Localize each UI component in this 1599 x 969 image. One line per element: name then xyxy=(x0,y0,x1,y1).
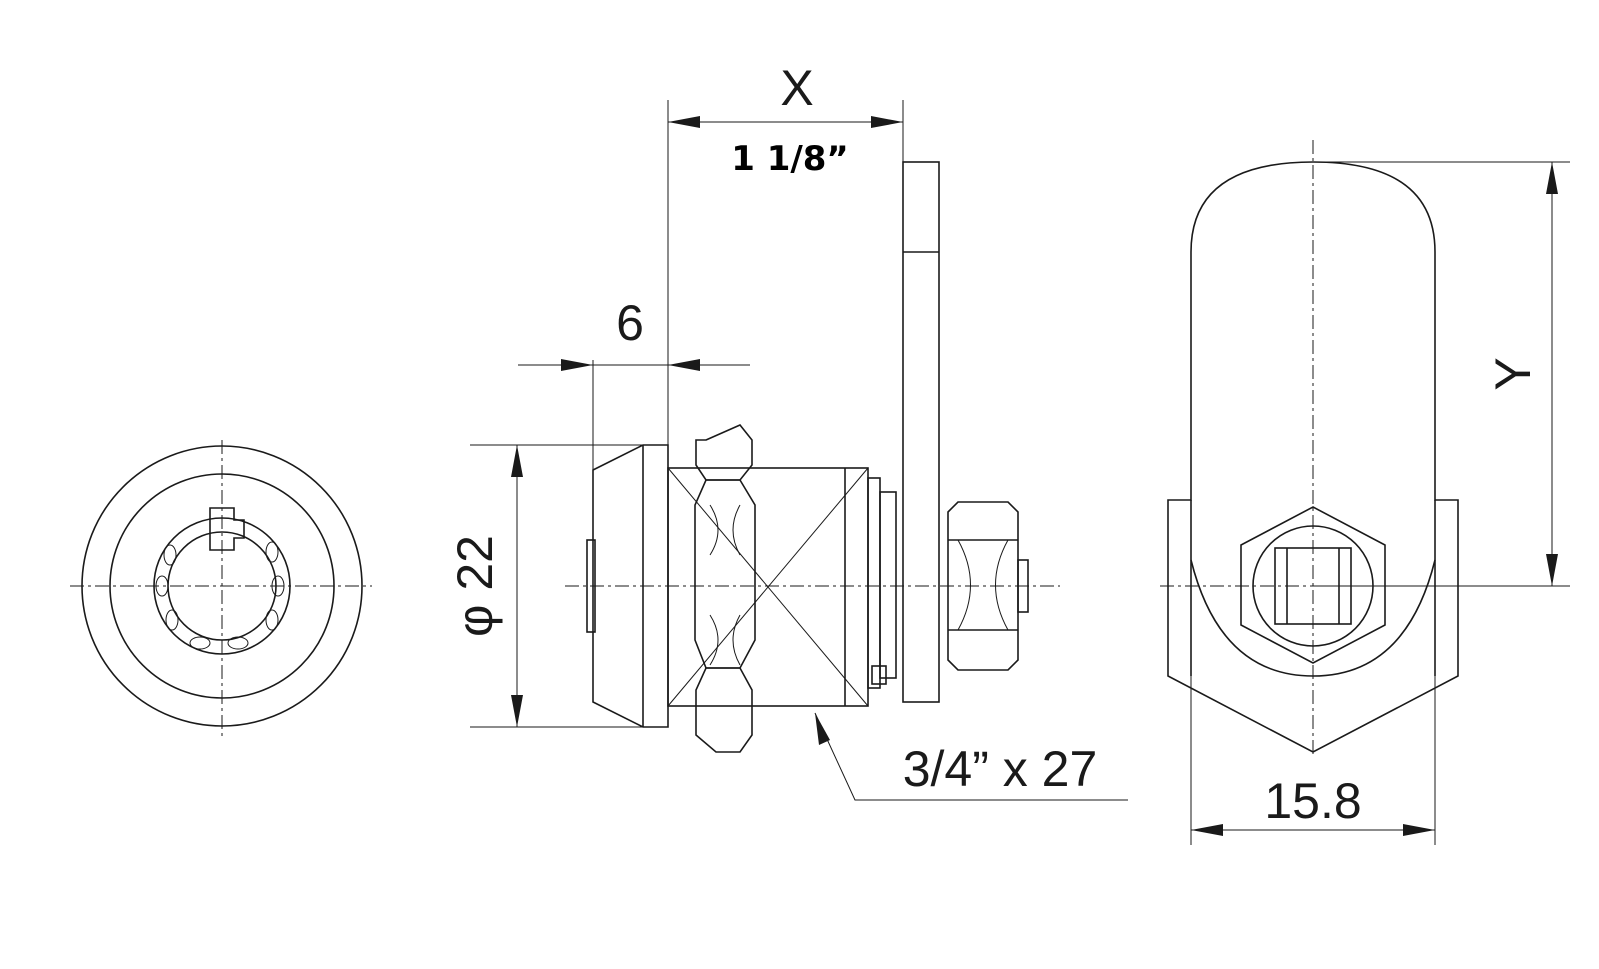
front-view xyxy=(70,440,372,736)
mounting-hex-nut xyxy=(694,424,756,753)
cam-hex-nut xyxy=(1240,506,1386,664)
cam-outline xyxy=(1167,161,1459,753)
front-key-notch xyxy=(209,507,245,551)
flange-dim-label: 6 xyxy=(616,295,644,351)
cam-view xyxy=(1160,140,1570,845)
x-dim-label: X xyxy=(780,60,813,116)
cam-plate-side xyxy=(902,161,940,703)
y-dim-label: Y xyxy=(1485,357,1541,390)
thread-leader xyxy=(814,712,1128,801)
side-view xyxy=(470,100,1128,801)
thread-dim-label: 3/4” x 27 xyxy=(903,741,1098,797)
retaining-nut xyxy=(947,501,1029,671)
bezel-key-face xyxy=(586,539,596,633)
spacer-right xyxy=(879,491,897,679)
spacer-left xyxy=(867,477,881,689)
x-dim-value-label: 1 1/8” xyxy=(731,139,849,179)
diameter-dim-label: φ 22 xyxy=(447,535,503,637)
cam-width-dim-label: 15.8 xyxy=(1264,773,1361,829)
bezel-head xyxy=(592,444,669,728)
